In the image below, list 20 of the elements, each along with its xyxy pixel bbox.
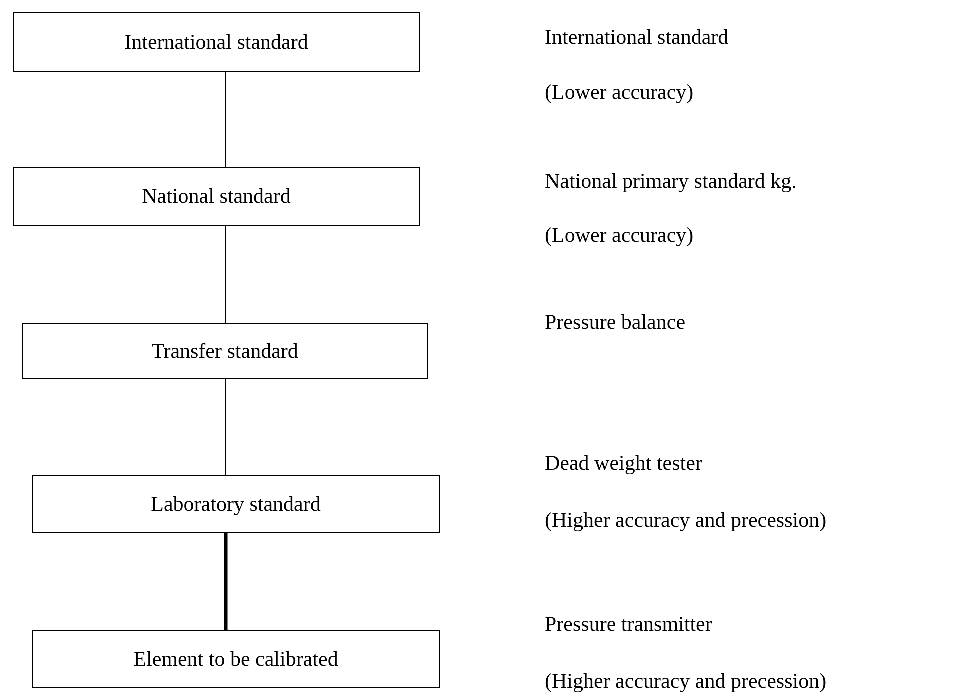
connector-line — [224, 533, 228, 630]
side-note: International standard — [545, 27, 729, 48]
standard-box — [13, 167, 420, 226]
box-label: National standard — [142, 183, 291, 210]
standard-box — [32, 630, 440, 688]
side-note: (Higher accuracy and precession) — [545, 671, 827, 692]
standard-box — [22, 323, 428, 379]
side-note: Dead weight tester — [545, 453, 702, 474]
box-label: Laboratory standard — [151, 490, 321, 518]
side-note: (Lower accuracy) — [545, 82, 694, 103]
side-note: Pressure balance — [545, 312, 686, 333]
side-note: (Lower accuracy) — [545, 225, 694, 246]
side-note: (Higher accuracy and precession) — [545, 510, 827, 531]
box-label: International standard — [124, 28, 308, 56]
box-label: Transfer standard — [152, 338, 298, 364]
side-note: National primary standard kg. — [545, 171, 797, 192]
standard-box — [32, 475, 440, 533]
side-note: Pressure transmitter — [545, 614, 712, 635]
box-label: Element to be calibrated — [134, 646, 338, 672]
standard-box — [13, 12, 420, 72]
